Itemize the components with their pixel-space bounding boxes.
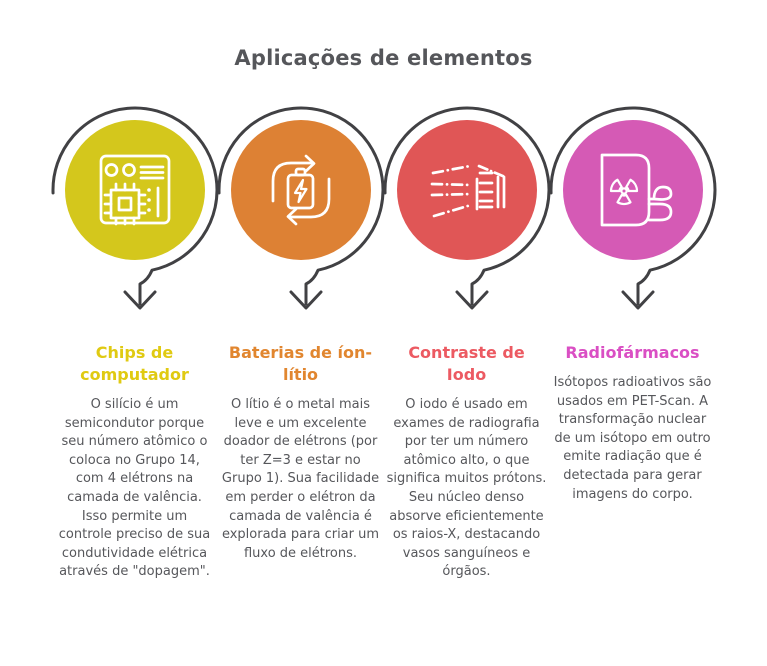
arrow-head-icon — [621, 290, 654, 310]
arrow-arc — [217, 106, 384, 306]
column-chips: Chips de computador O silício é um semic… — [51, 106, 218, 582]
column-batteries: Baterias de íon-lítio O lítio é o metal … — [217, 106, 384, 582]
circuit-board-icon — [99, 154, 170, 226]
arrow-head-icon — [289, 290, 322, 310]
column-body: O lítio é o metal mais leve e um excelen… — [221, 397, 380, 561]
columns-row: Chips de computador O silício é um semic… — [0, 106, 767, 582]
iodine-bubble-graphic — [383, 106, 550, 310]
battery-recycle-icon — [271, 154, 330, 226]
column-body: Isótopos radioativos são usados em PET-S… — [553, 375, 712, 502]
column-radiopharmaceuticals: Radiofármacos Isótopos radioativos são u… — [549, 106, 716, 582]
page-title: Aplicações de elementos — [234, 46, 533, 70]
column-heading: Chips de computador — [80, 343, 189, 385]
column-body: O iodo é usado em exames de radiografia … — [386, 397, 547, 580]
arrow-arc — [51, 106, 218, 306]
column-heading: Radiofármacos — [565, 343, 700, 362]
batteries-bubble-graphic — [217, 106, 384, 310]
column-heading: Contraste de Iodo — [408, 343, 525, 385]
chips-bubble-graphic — [51, 106, 218, 310]
xray-beam-icon — [430, 164, 506, 218]
radiopharma-bubble-graphic — [549, 106, 716, 310]
iodine-circle — [396, 120, 537, 260]
arrow-arc — [549, 106, 716, 306]
column-iodine-contrast: Contraste de Iodo O iodo é usado em exam… — [383, 106, 550, 582]
arrow-head-icon — [123, 290, 156, 310]
arrow-head-icon — [455, 290, 488, 310]
pet-scan-radiation-icon — [600, 153, 672, 227]
arrow-arc — [383, 106, 550, 306]
column-body: O silício é um semicondutor porque seu n… — [58, 397, 211, 580]
column-heading: Baterias de íon-lítio — [228, 343, 373, 385]
